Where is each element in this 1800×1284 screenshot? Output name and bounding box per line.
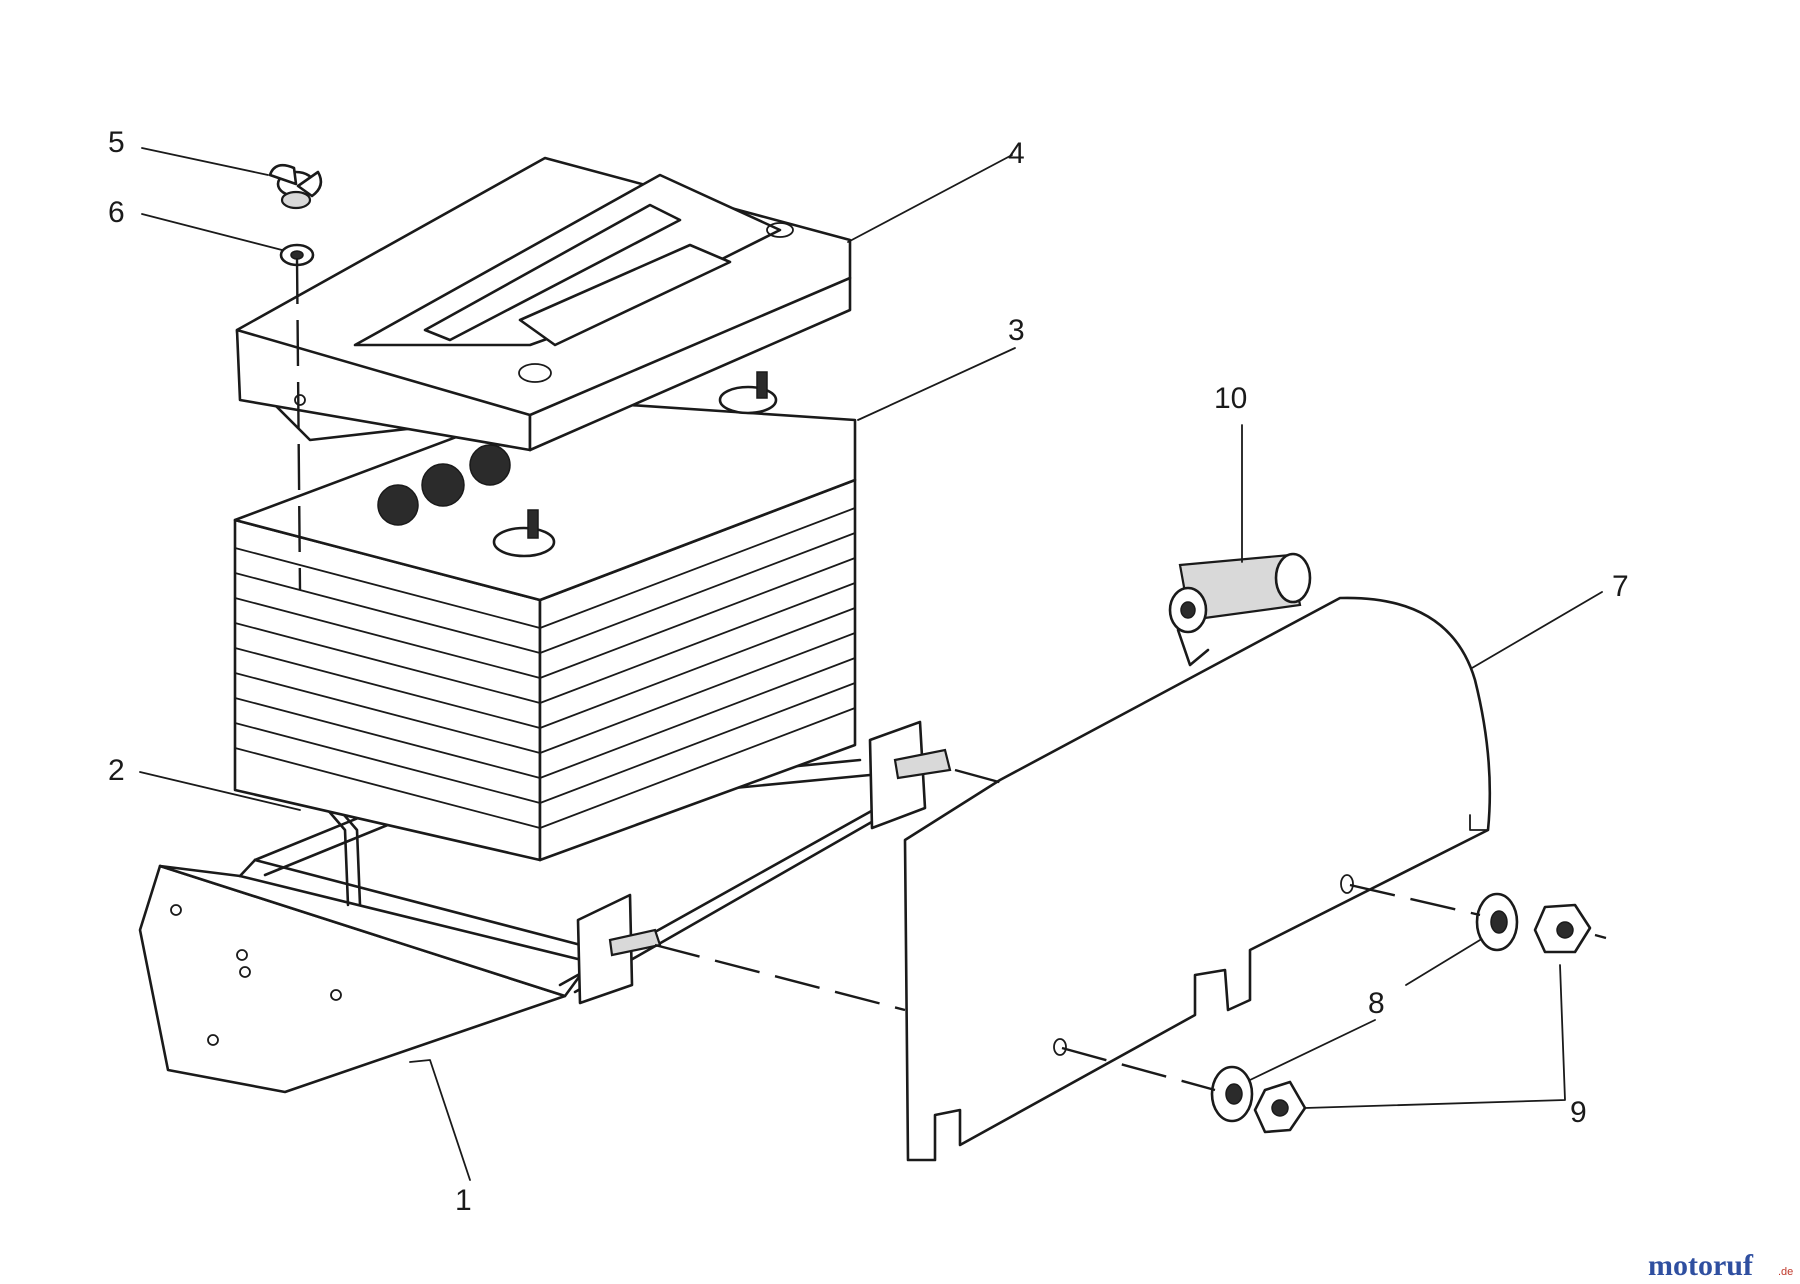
callout-4: 4	[1008, 137, 1025, 170]
part-9-hex-nuts	[1253, 903, 1592, 1134]
part-4-hold-down-frame	[235, 156, 852, 452]
watermark-name: motoruf	[1648, 1249, 1754, 1282]
callout-6: 6	[108, 196, 125, 229]
callout-3: 3	[1008, 314, 1025, 347]
callout-2: 2	[108, 754, 125, 787]
callout-leader-lines	[139, 147, 1603, 1181]
callout-labels: 1 2 3 4 5 6 7 8 9 10	[108, 126, 1629, 1217]
part-1-mounting-bracket	[138, 720, 952, 1094]
callout-7: 7	[1612, 570, 1629, 603]
callout-10: 10	[1214, 382, 1247, 415]
callout-1: 1	[455, 1184, 472, 1217]
callout-9: 9	[1570, 1096, 1587, 1129]
watermark-suffix: .de	[1778, 1266, 1793, 1278]
part-10-terminal-connector	[1168, 552, 1312, 667]
alignment-guide-lines	[295, 257, 1607, 1092]
part-5-wing-nut	[268, 163, 323, 210]
callout-5: 5	[108, 126, 125, 159]
part-3-battery	[233, 371, 857, 862]
part-6-lock-washer	[279, 243, 315, 267]
callout-8: 8	[1368, 987, 1385, 1020]
part-8-flat-washers	[1210, 892, 1519, 1123]
part-7-battery-cover	[903, 596, 1492, 1162]
motoruf-watermark: motoruf .de	[1648, 1249, 1793, 1282]
